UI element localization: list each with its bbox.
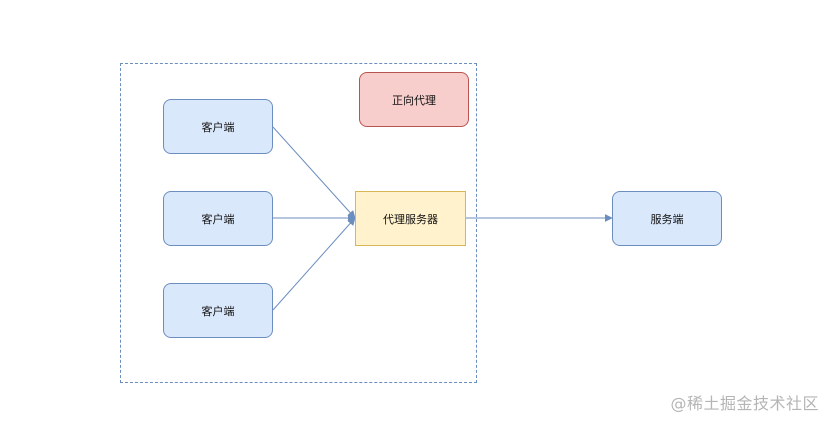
watermark: @稀土掘金技术社区 [670, 394, 819, 413]
client-node[interactable]: 客户端 [163, 283, 273, 338]
server-label: 服务端 [650, 212, 684, 226]
server-node[interactable]: 服务端 [612, 191, 722, 246]
forward-proxy-label: 正向代理 [392, 93, 436, 107]
client-label: 客户端 [201, 120, 235, 134]
forward-proxy-label-box[interactable]: 正向代理 [359, 72, 469, 127]
client-label: 客户端 [201, 212, 235, 226]
proxy-server-label: 代理服务器 [383, 212, 438, 226]
proxy-server-node[interactable]: 代理服务器 [355, 191, 466, 246]
client-node[interactable]: 客户端 [163, 191, 273, 246]
forward-proxy-group [120, 63, 477, 383]
client-label: 客户端 [201, 304, 235, 318]
client-node[interactable]: 客户端 [163, 99, 273, 154]
